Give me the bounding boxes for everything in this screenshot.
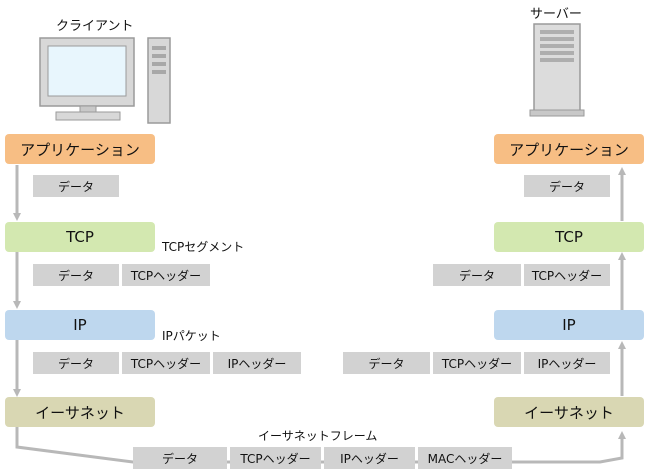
server-ip-data-cell: データ (343, 352, 430, 374)
server-ip-tcp-header-cell: TCPヘッダー (433, 352, 521, 374)
server-layer-ip: IP (494, 310, 644, 340)
client-computer-icon (39, 37, 171, 124)
client-layer-ip: IP (5, 310, 155, 340)
server-title: サーバー (530, 7, 582, 22)
frame-data-cell: データ (133, 447, 227, 469)
client-app-data-cell: データ (33, 175, 119, 197)
server-app-data-cell: データ (524, 175, 610, 197)
client-title: クライアント (56, 19, 134, 34)
server-tcp-header-cell: TCPヘッダー (524, 264, 610, 286)
ip-packet-label: IPパケット (162, 329, 221, 343)
client-ip-tcp-header-cell: TCPヘッダー (122, 352, 210, 374)
frame-ip-header-cell: IPヘッダー (324, 447, 415, 469)
server-ip-header-cell: IPヘッダー (524, 352, 610, 374)
ethernet-frame-label: イーサネットフレーム (258, 429, 378, 443)
client-layer-application: アプリケーション (5, 134, 155, 164)
server-layer-application: アプリケーション (494, 134, 644, 164)
server-layer-tcp: TCP (494, 222, 644, 252)
server-layer-ethernet: イーサネット (494, 397, 644, 427)
client-tcp-data-cell: データ (33, 264, 119, 286)
server-icon (529, 23, 585, 117)
tcp-segment-label: TCPセグメント (162, 240, 245, 254)
client-layer-ethernet: イーサネット (5, 397, 155, 427)
client-tcp-header-cell: TCPヘッダー (122, 264, 210, 286)
frame-mac-header-cell: MACヘッダー (418, 447, 512, 469)
client-ip-data-cell: データ (33, 352, 119, 374)
client-layer-tcp: TCP (5, 222, 155, 252)
server-tcp-data-cell: データ (433, 264, 521, 286)
frame-tcp-header-cell: TCPヘッダー (230, 447, 321, 469)
client-ip-header-cell: IPヘッダー (213, 352, 301, 374)
